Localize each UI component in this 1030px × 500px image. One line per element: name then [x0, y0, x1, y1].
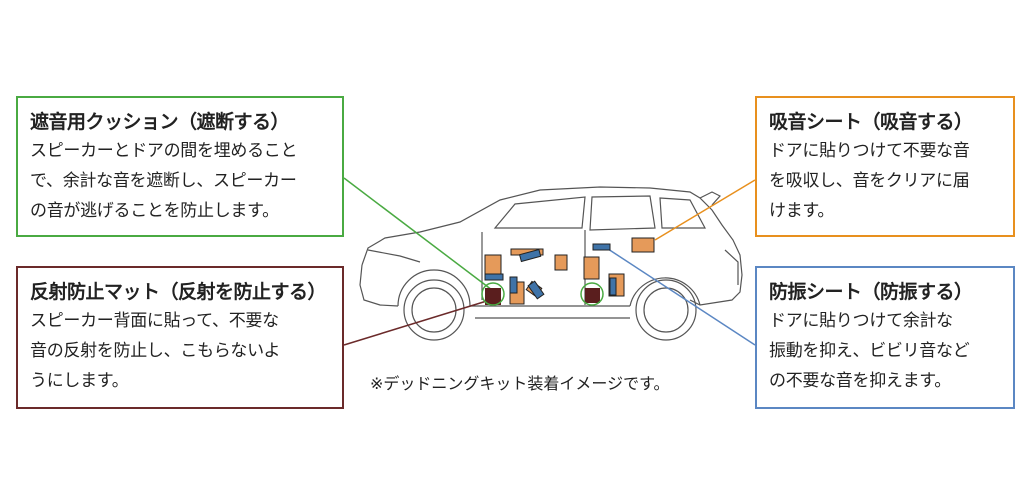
callout-line: ドアに貼りつけて不要な音 [769, 141, 970, 161]
callout-title: 防振シート（防振する） [769, 281, 973, 303]
absorbing-sheet [583, 256, 600, 280]
callout-line: けます。 [769, 201, 835, 221]
callout-line: 音の反射を防止し、こもらないよ [30, 341, 281, 361]
callout-sound-cushion: 遮音用クッション（遮断する） スピーカーとドアの間を埋めること で、余計な音を遮… [16, 96, 344, 237]
callout-line: スピーカー背面に貼って、不要な [30, 311, 279, 331]
callout-body: スピーカー背面に貼って、不要な 音の反射を防止し、こもらないよ うにします。 [30, 306, 330, 396]
callout-line: の不要な音を抑えます。 [769, 371, 951, 391]
callout-title: 反射防止マット（反射を防止する） [30, 281, 327, 303]
image-caption: ※デッドニングキット装着イメージです。 [370, 374, 670, 393]
callout-line: 振動を抑え、ビビリ音など [769, 341, 970, 361]
callout-body: ドアに貼りつけて余計な 振動を抑え、ビビリ音など の不要な音を抑えます。 [769, 306, 1001, 396]
callout-line: の音が逃げることを防止します。 [30, 201, 279, 221]
damping-sheet [592, 243, 611, 251]
absorbing-sheet [554, 254, 568, 271]
callout-damping-sheet: 防振シート（防振する） ドアに貼りつけて余計な 振動を抑え、ビビリ音など の不要… [755, 266, 1015, 409]
leader-line-damping [604, 246, 756, 346]
callout-body: ドアに貼りつけて不要な音 を吸収し、音をクリアに届 けます。 [769, 136, 1001, 226]
damping-sheet [609, 277, 617, 296]
callout-line: うにします。 [30, 371, 129, 391]
callout-anti-reflection-mat: 反射防止マット（反射を防止する） スピーカー背面に貼って、不要な 音の反射を防止… [16, 266, 344, 409]
anti-reflection-mats [481, 282, 604, 306]
callout-sound-absorbing-sheet: 吸音シート（吸音する） ドアに貼りつけて不要な音 を吸収し、音をクリアに届 けま… [755, 96, 1015, 237]
callout-line: ドアに貼りつけて余計な [769, 311, 953, 331]
anti-reflection-mat [585, 288, 600, 303]
damping-sheet [518, 248, 542, 263]
sound-absorbing-sheets [484, 237, 655, 305]
sound-cushion-marker [580, 282, 604, 306]
sound-cushion-marker [481, 282, 505, 306]
damping-sheet [484, 273, 504, 281]
absorbing-sheet [631, 237, 655, 253]
callout-title: 遮音用クッション（遮断する） [30, 111, 290, 133]
callout-title: 吸音シート（吸音する） [769, 111, 973, 133]
callout-body: スピーカーとドアの間を埋めること で、余計な音を遮断し、スピーカー の音が逃げる… [30, 136, 330, 226]
callout-line: で、余計な音を遮断し、スピーカー [30, 171, 297, 191]
damping-sheet [527, 280, 545, 300]
leader-line-sound-cushion [343, 177, 493, 291]
anti-reflection-mat [485, 288, 501, 305]
callout-line: スピーカーとドアの間を埋めること [30, 141, 298, 161]
damping-sheets [484, 243, 617, 300]
damping-sheet [509, 276, 518, 294]
suv-outline-icon [359, 186, 743, 341]
leader-line-anti-reflection [343, 299, 491, 346]
leader-line-sound-absorbing [654, 179, 756, 241]
callout-line: を吸収し、音をクリアに届 [769, 171, 970, 191]
